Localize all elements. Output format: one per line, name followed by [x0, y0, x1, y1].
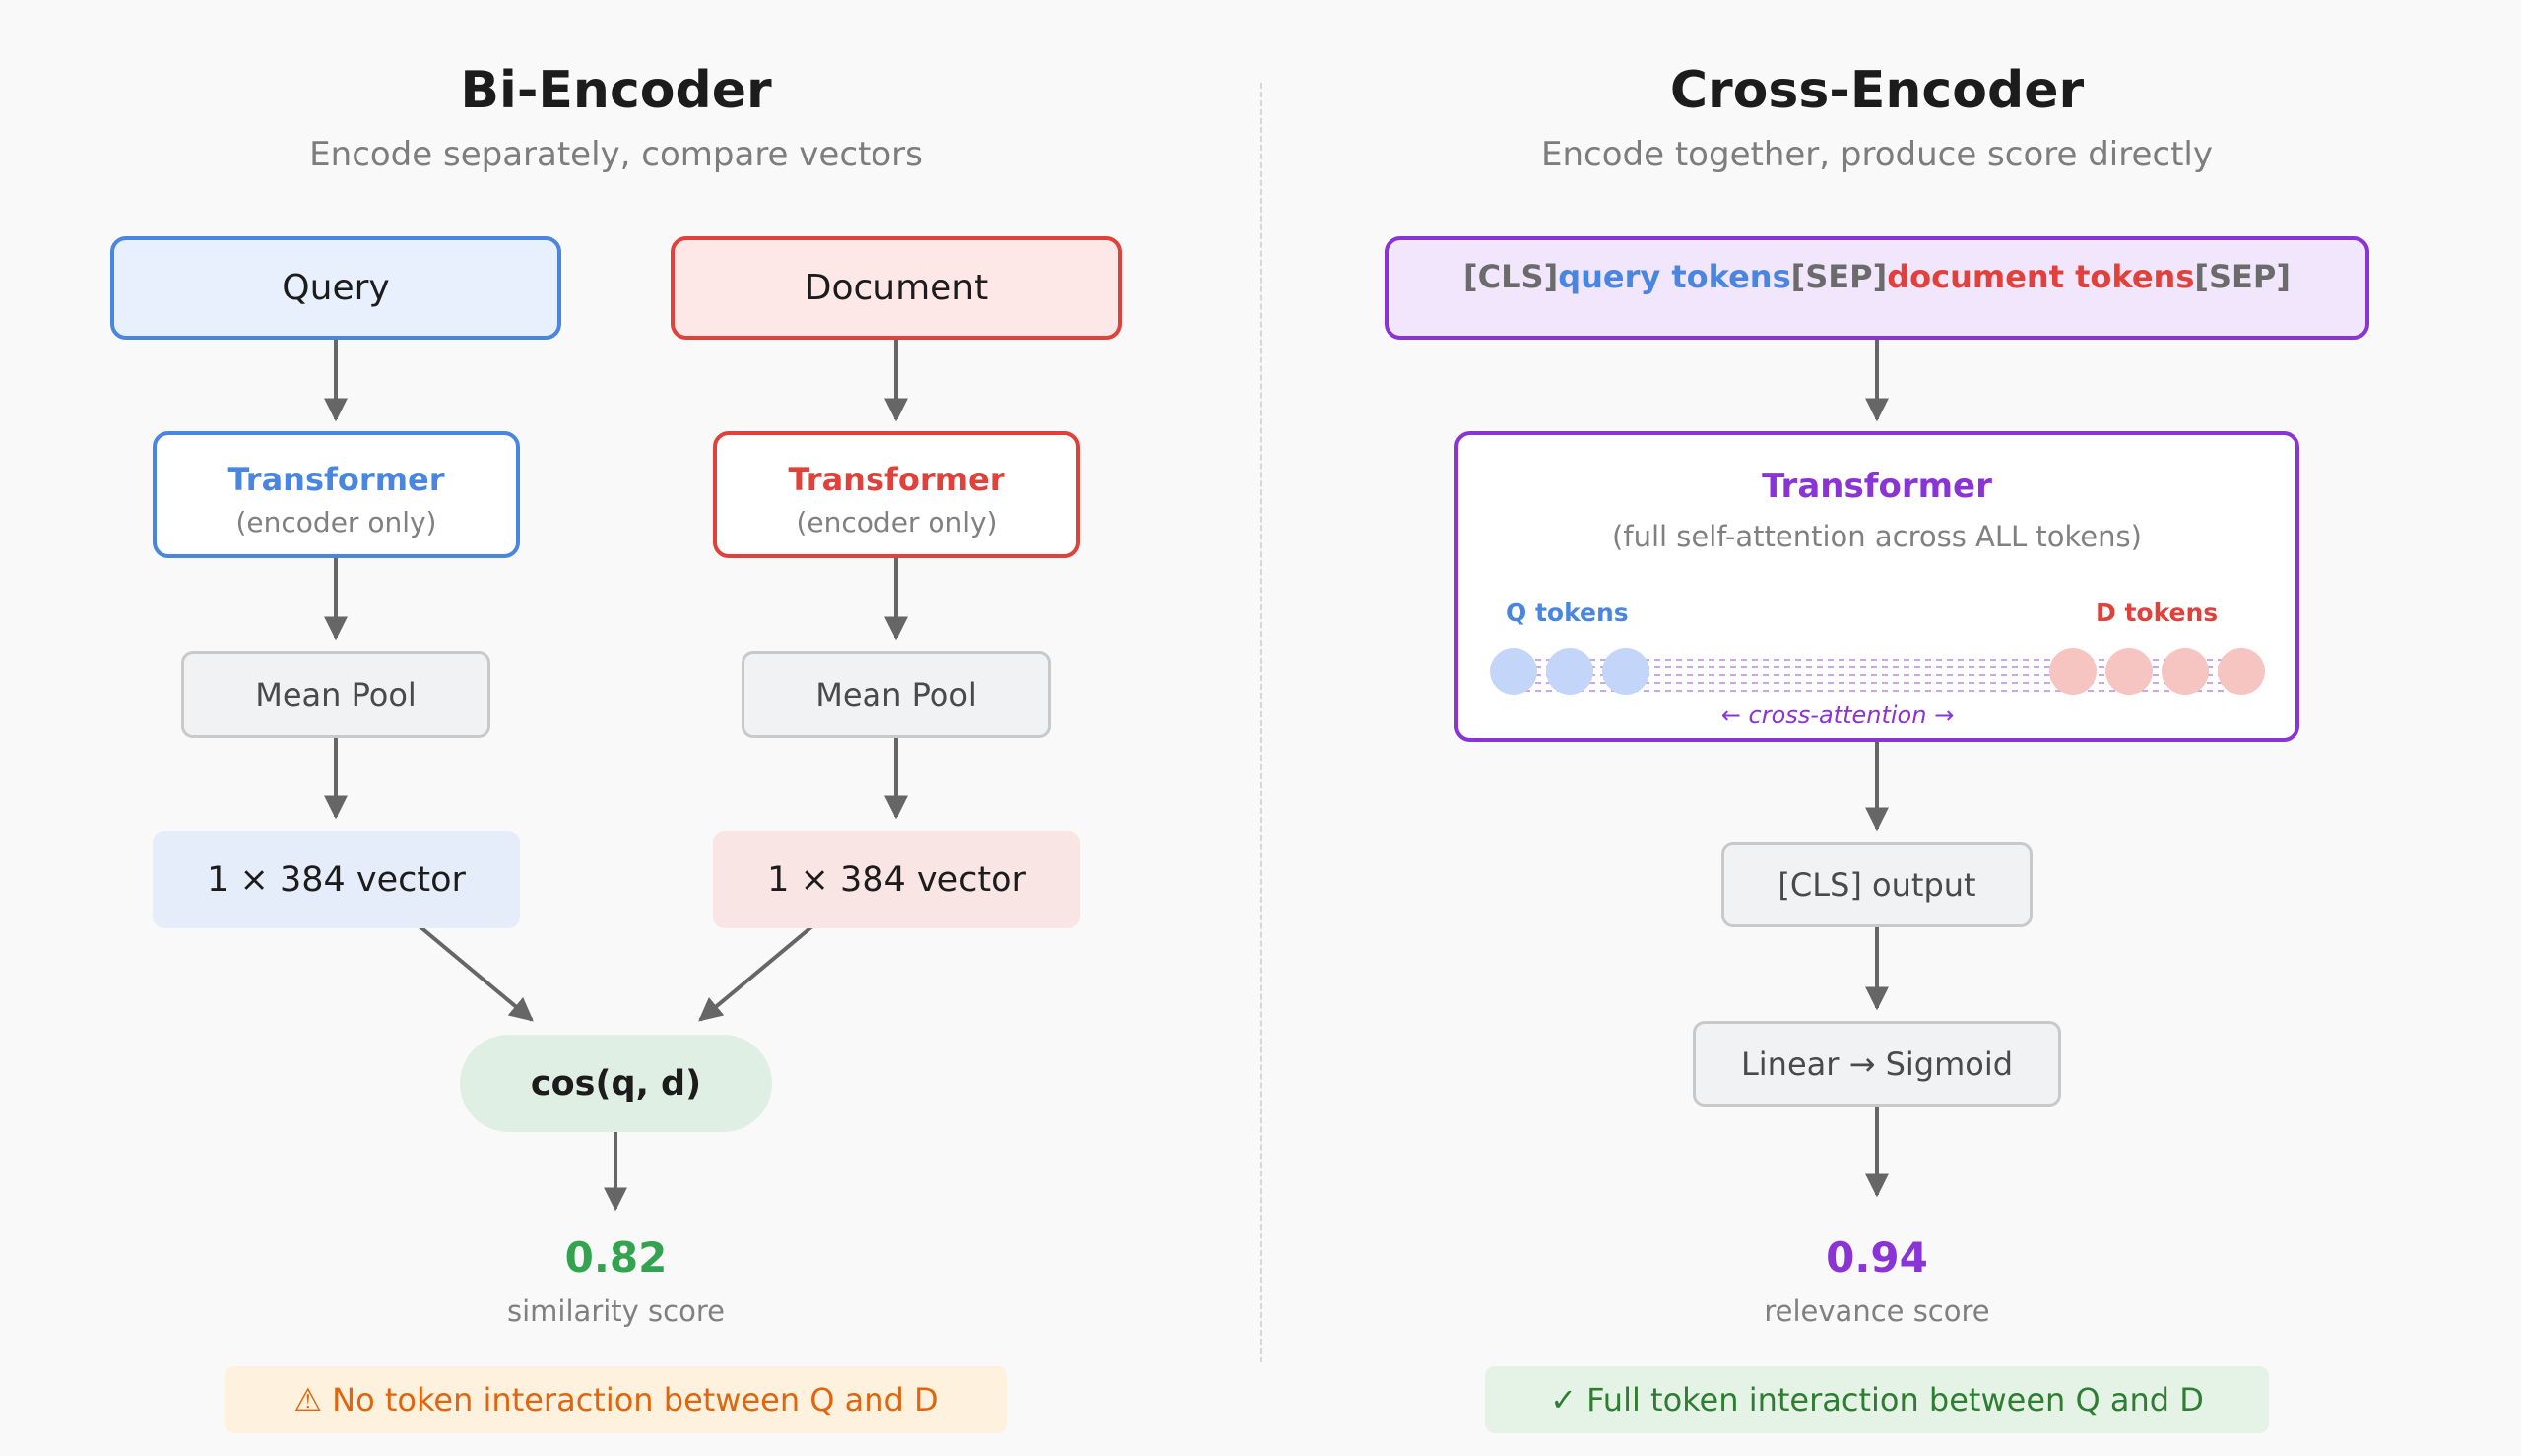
- relevance-score-label: relevance score: [1764, 1295, 1990, 1328]
- panel-divider: [1260, 83, 1262, 1362]
- document-transformer-sub: (encoder only): [796, 506, 998, 538]
- d-token-dot: [2162, 648, 2209, 695]
- similarity-score-label: similarity score: [507, 1295, 725, 1328]
- query-mean-pool-box: Mean Pool: [181, 651, 490, 738]
- cls-output-label: [CLS] output: [1778, 865, 1976, 904]
- document-vector-box: 1 × 384 vector: [713, 831, 1080, 928]
- cross-encoder-subtitle: Encode together, produce score directly: [1541, 135, 2213, 174]
- query-transformer-sub: (encoder only): [235, 506, 437, 538]
- cls-output-box: [CLS] output: [1721, 842, 2033, 927]
- linear-sigmoid-label: Linear → Sigmoid: [1740, 1045, 2014, 1083]
- cross-attention-label: ← cross-attention →: [1720, 701, 1955, 728]
- document-mean-pool-box: Mean Pool: [742, 651, 1051, 738]
- bi-encoder-title: Bi-Encoder: [460, 61, 772, 120]
- document-vector-label: 1 × 384 vector: [767, 859, 1026, 900]
- query-label: Query: [282, 268, 390, 308]
- document-transformer-label: Transformer: [788, 461, 1005, 498]
- cross-transformer-label: Transformer: [1762, 467, 1992, 506]
- q-tokens-label: Q tokens: [1506, 599, 1629, 627]
- arrow-vector-to-cos-left: [418, 924, 534, 1022]
- cosine-similarity-label: cos(q, d): [530, 1063, 702, 1104]
- query-vector-box: 1 × 384 vector: [153, 831, 520, 928]
- cross-transformer-box: Transformer (full self-attention across …: [1454, 431, 2299, 742]
- cross-encoder-title: Cross-Encoder: [1669, 61, 2085, 120]
- similarity-score-value: 0.82: [564, 1234, 668, 1282]
- cross-attention-lines: [1514, 659, 2236, 692]
- cosine-similarity-node: cos(q, d): [460, 1035, 772, 1132]
- relevance-score-value: 0.94: [1826, 1234, 1928, 1282]
- document-mean-pool-label: Mean Pool: [815, 675, 977, 714]
- query-vector-label: 1 × 384 vector: [207, 859, 466, 900]
- q-token-dot: [1490, 648, 1537, 695]
- bi-encoder-warning-text: ⚠ No token interaction between Q and D: [293, 1381, 938, 1419]
- cross-encoder-success-note: ✓ Full token interaction between Q and D: [1485, 1366, 2269, 1433]
- cross-encoder-input-box: [CLS]query tokens[SEP]document tokens[SE…: [1385, 236, 2369, 340]
- d-token-dot: [2218, 648, 2265, 695]
- document-label: Document: [804, 268, 989, 308]
- d-token-dot: [2049, 648, 2097, 695]
- bi-encoder-warning-note: ⚠ No token interaction between Q and D: [225, 1366, 1007, 1433]
- sep-token-1: [SEP]: [1790, 258, 1888, 295]
- document-tokens-text: document tokens: [1887, 258, 2195, 295]
- query-tokens-text: query tokens: [1558, 258, 1791, 295]
- document-transformer-box: Transformer (encoder only): [713, 431, 1080, 558]
- query-mean-pool-label: Mean Pool: [255, 675, 417, 714]
- query-transformer-label: Transformer: [227, 461, 445, 498]
- query-input-box: Query: [110, 236, 561, 340]
- cross-transformer-sub: (full self-attention across ALL tokens): [1612, 520, 2142, 553]
- document-input-box: Document: [671, 236, 1122, 340]
- d-token-dot: [2105, 648, 2153, 695]
- d-tokens-label: D tokens: [2096, 599, 2219, 627]
- q-token-dot: [1546, 648, 1593, 695]
- cross-encoder-success-text: ✓ Full token interaction between Q and D: [1550, 1381, 2204, 1419]
- cls-token: [CLS]: [1463, 258, 1559, 295]
- q-token-dot: [1602, 648, 1649, 695]
- query-transformer-box: Transformer (encoder only): [153, 431, 520, 558]
- arrow-vector-to-cos-right: [698, 924, 814, 1022]
- bi-encoder-subtitle: Encode separately, compare vectors: [309, 135, 923, 174]
- sep-token-2: [SEP]: [2194, 258, 2291, 295]
- linear-sigmoid-box: Linear → Sigmoid: [1693, 1021, 2061, 1107]
